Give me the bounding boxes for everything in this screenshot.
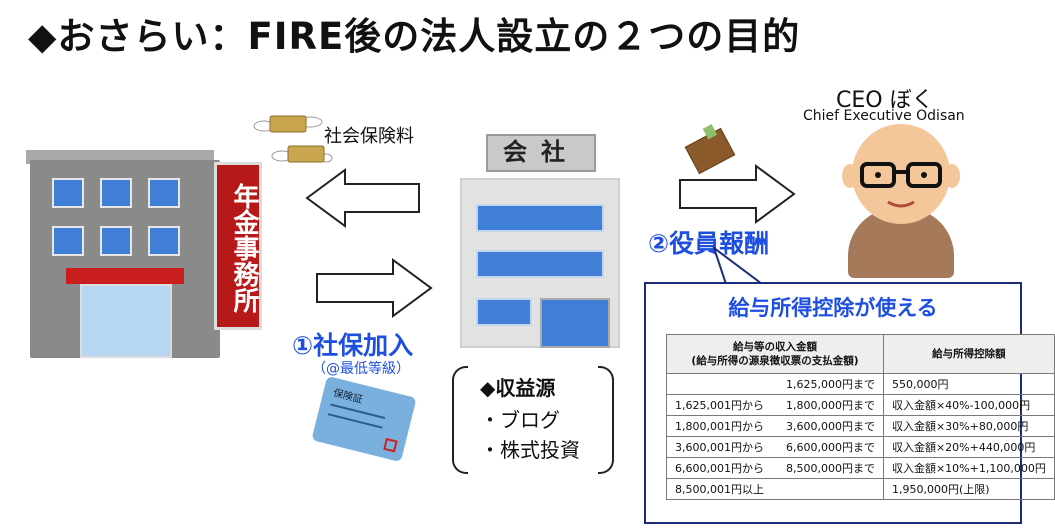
window (52, 178, 84, 208)
table-cell: 1,800,001円から 3,600,000円まで (666, 415, 884, 437)
join-insurance-label: ①社保加入 (292, 331, 414, 360)
pension-office-awning (66, 268, 184, 284)
insurance-card: 保険証 (311, 375, 417, 463)
officer-pay-label: ②役員報酬 (648, 229, 770, 258)
flying-money-icon (253, 115, 333, 163)
arrow-left-icon (305, 168, 420, 228)
company-door (540, 298, 610, 348)
table-cell: 収入金額×10%+1,100,000円 (882, 457, 1055, 479)
window (476, 250, 604, 278)
arrow-right-icon (316, 258, 433, 318)
pension-office-body (30, 160, 220, 358)
join-insurance-note: （@最低等級） (312, 361, 410, 377)
table-cell: 3,600,001円から 6,600,000円まで (666, 436, 884, 458)
table-row: 1,625,001円から 1,800,000円まで 収入金額×40%-100,0… (666, 394, 1055, 416)
page-title: ◆おさらい：FIRE後の法人設立の２つの目的 (28, 15, 801, 58)
table-row: 1,625,000円まで 550,000円 (666, 373, 1055, 395)
table-cell: 1,625,000円まで (666, 373, 884, 395)
pension-office-door (80, 284, 172, 358)
income-sources-heading: ◆収益源 (480, 376, 556, 400)
table-header: 給与所得控除額 (882, 334, 1055, 374)
arrow-right-icon (679, 164, 796, 224)
glasses-face-icon (860, 162, 942, 208)
income-source-item: ・株式投資 (480, 438, 580, 462)
table-row: 3,600,001円から 6,600,000円まで 収入金額×20%+440,0… (666, 436, 1055, 458)
table-cell: 収入金額×20%+440,000円 (882, 436, 1055, 458)
table-cell: 550,000円 (882, 373, 1055, 395)
deduction-heading: 給与所得控除が使える (728, 296, 938, 320)
table-cell: 1,625,001円から 1,800,000円まで (666, 394, 884, 416)
social-insurance-fee-label: 社会保険料 (324, 126, 414, 147)
ceo-title: CEO ぼく (836, 88, 934, 113)
table-cell: 収入金額×30%+80,000円 (882, 415, 1055, 437)
table-cell: 1,950,000円(上限) (882, 478, 1055, 500)
table-cell: 8,500,001円以上 (666, 478, 884, 500)
table-row: 8,500,001円以上 1,950,000円(上限) (666, 478, 1055, 500)
table-cell: 6,600,001円から 8,500,000円まで (666, 457, 884, 479)
window (52, 226, 84, 256)
deduction-table: 給与等の収入金額 (給与所得の源泉徴収票の支払金額) 給与所得控除額 1,625… (666, 334, 1055, 500)
table-header: 給与等の収入金額 (給与所得の源泉徴収票の支払金額) (666, 334, 884, 374)
left-bracket (452, 366, 468, 474)
window (148, 178, 180, 208)
bubble-pointer (712, 245, 765, 286)
table-cell: 収入金額×40%-100,000円 (882, 394, 1055, 416)
window (476, 204, 604, 232)
table-row: 6,600,001円から 8,500,000円まで 収入金額×10%+1,100… (666, 457, 1055, 479)
window (476, 298, 532, 326)
right-bracket (598, 366, 614, 474)
window (100, 226, 132, 256)
deduction-bubble: 給与所得控除が使える 給与等の収入金額 (給与所得の源泉徴収票の支払金額) 給与… (644, 282, 1055, 524)
pay-envelope-icon (684, 124, 736, 175)
table-row: 1,800,001円から 3,600,000円まで 収入金額×30%+80,00… (666, 415, 1055, 437)
pension-office-sign: 年金事務所 (214, 162, 262, 330)
insurance-card-label: 保険証 (331, 387, 364, 406)
income-sources-box: ◆収益源 ・ブログ ・株式投資 (452, 366, 614, 474)
ceo-subtitle: Chief Executive Odisan (803, 108, 965, 124)
window (148, 226, 180, 256)
company-sign: 会社 (486, 134, 596, 172)
window (100, 178, 132, 208)
income-source-item: ・ブログ (480, 408, 560, 432)
